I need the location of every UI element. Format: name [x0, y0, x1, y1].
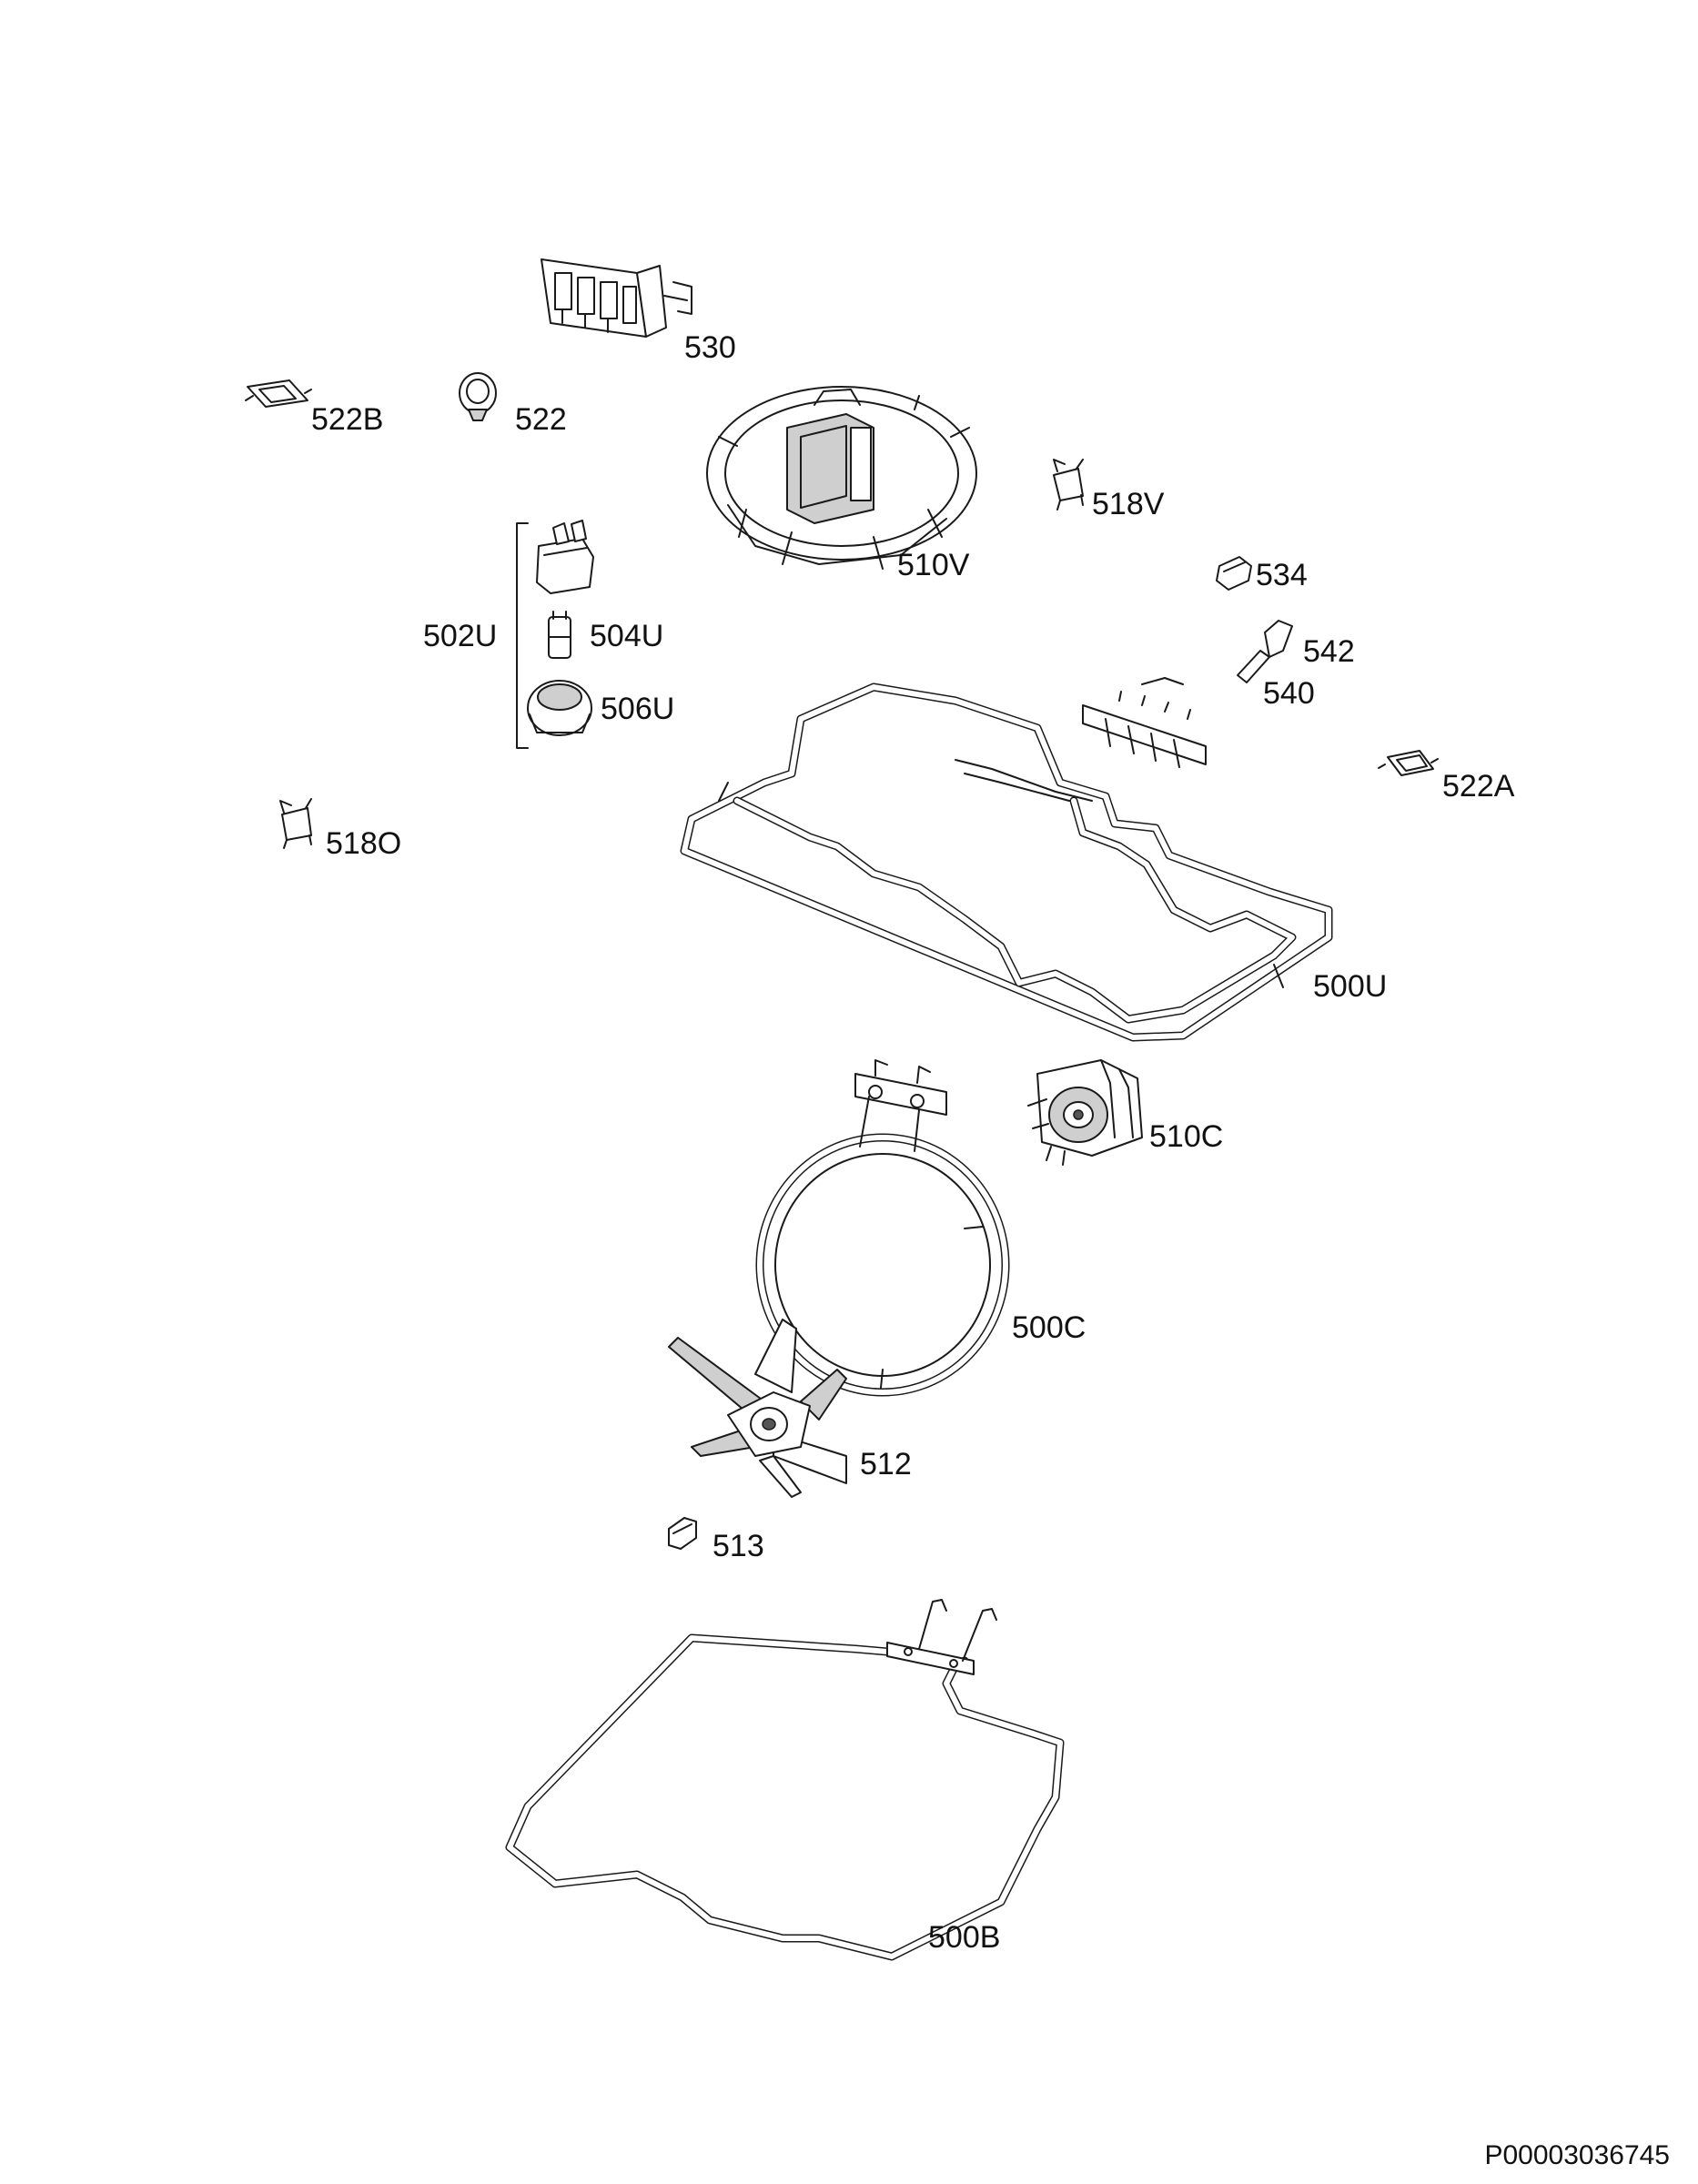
fan-motor-510C — [1027, 1059, 1143, 1166]
nut-534 — [1216, 556, 1252, 591]
clip-518O — [279, 798, 312, 849]
clip-518V — [1053, 459, 1084, 511]
insulator-540 — [1237, 650, 1270, 683]
label-542: 542 — [1303, 634, 1355, 669]
label-518O: 518O — [326, 826, 401, 861]
lamp-assembly-bracket — [516, 522, 529, 749]
label-506U: 506U — [601, 692, 674, 726]
clip-522A — [1378, 750, 1439, 776]
lamp-bulb-504U — [548, 611, 571, 659]
label-534: 534 — [1256, 558, 1308, 592]
lamp-holder — [536, 520, 594, 594]
label-522: 522 — [515, 402, 567, 437]
label-500C: 500C — [1012, 1310, 1086, 1345]
label-510V: 510V — [897, 548, 970, 582]
label-540: 540 — [1263, 676, 1315, 711]
nut-513 — [668, 1517, 697, 1550]
clip-522 — [459, 372, 497, 421]
bracket-542 — [1264, 620, 1293, 658]
fan-motor-510V — [706, 386, 977, 570]
grill-element-500U — [680, 677, 1333, 1042]
terminal-block-530 — [541, 258, 692, 338]
label-518V: 518V — [1092, 487, 1165, 521]
bottom-element-500B — [505, 1599, 1065, 1961]
label-522B: 522B — [311, 402, 383, 437]
document-id: P00003036745 — [1484, 2140, 1670, 2170]
label-512: 512 — [860, 1447, 912, 1481]
label-513: 513 — [713, 1529, 764, 1563]
label-502U: 502U — [423, 619, 497, 653]
fan-blade-512 — [668, 1319, 847, 1498]
lamp-cover-506U — [527, 680, 592, 736]
clip-522B — [245, 379, 312, 408]
label-500U: 500U — [1313, 969, 1387, 1004]
circular-element-500C — [755, 1059, 1010, 1397]
label-522A: 522A — [1442, 769, 1515, 804]
label-530: 530 — [684, 330, 736, 365]
label-504U: 504U — [590, 619, 663, 653]
label-500B: 500B — [928, 1920, 1000, 1955]
label-510C: 510C — [1149, 1119, 1223, 1154]
